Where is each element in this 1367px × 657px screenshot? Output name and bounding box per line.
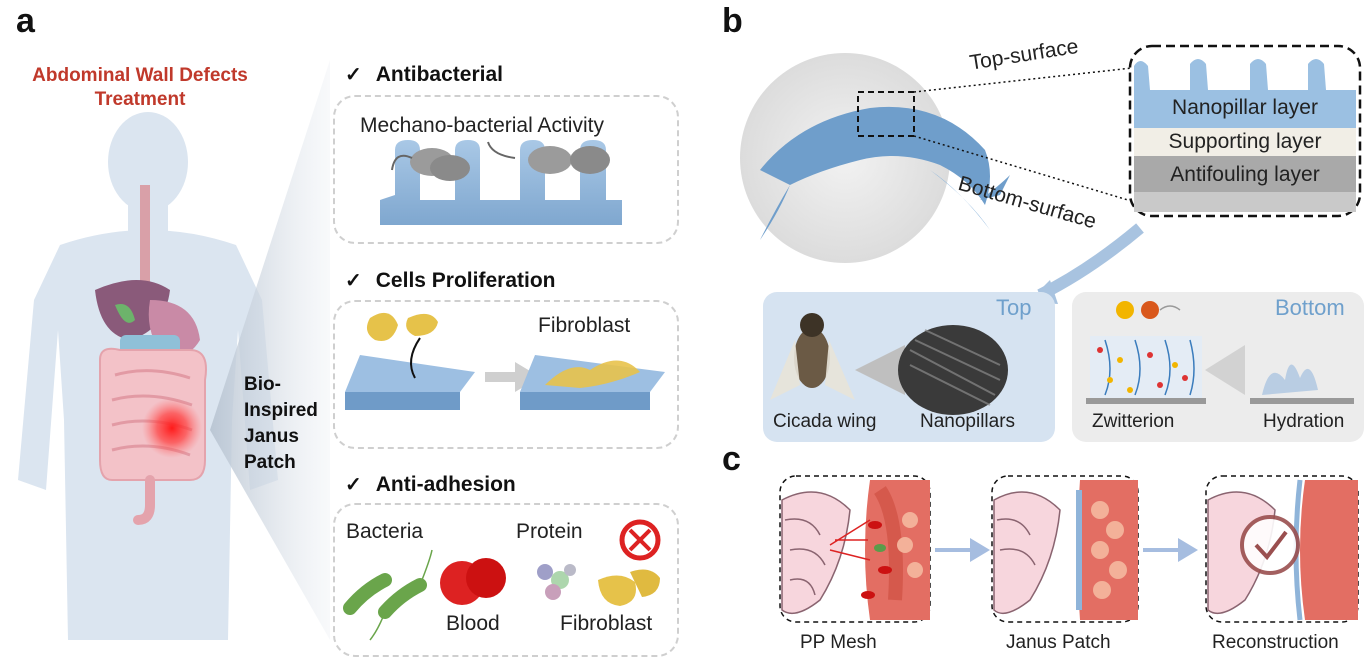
protein-label: Protein: [516, 520, 583, 543]
pp-mesh-illustration: [779, 475, 931, 623]
cells-proliferation-illustration: [345, 312, 665, 410]
anti-adhesion-box: [333, 503, 679, 657]
bio-inspired-label: Bio- Inspired Janus Patch: [244, 374, 318, 473]
plus-charge-icon: [1116, 301, 1134, 319]
antifouling-layer-label: Antifouling layer: [1170, 163, 1320, 186]
nanopillar-layer-label: Nanopillar layer: [1172, 96, 1318, 119]
mechano-bacterial-label: Mechano-bacterial Activity: [360, 114, 604, 137]
panel-label-c: c: [722, 440, 741, 478]
antibacterial-surface: [380, 140, 622, 225]
blood-label: Blood: [446, 612, 500, 635]
cicada-icon: [770, 313, 855, 400]
bacteria-label: Bacteria: [346, 520, 424, 543]
layers-diagram: [1128, 44, 1362, 218]
panel-label-b: b: [722, 2, 743, 40]
zwitterion-dots: [1097, 347, 1188, 393]
cicada-wing-label: Cicada wing: [773, 411, 877, 432]
bottom-surface-line: [913, 135, 1129, 201]
zwitterion-label: Zwitterion: [1092, 411, 1175, 432]
arrow-1: [935, 538, 990, 562]
hydration-label: Hydration: [1263, 411, 1345, 432]
hydration-splash-icon: [1250, 364, 1354, 404]
panel-a-title: Abdominal Wall Defects Treatment: [10, 64, 270, 112]
fibroblast-label: Fibroblast: [538, 314, 631, 337]
curved-arrow: [1037, 223, 1144, 301]
panel-a-title-line1: Abdominal Wall Defects: [32, 65, 248, 86]
section-cells-proliferation-title: ✓Cells Proliferation: [345, 269, 556, 292]
arrow-2: [1143, 538, 1198, 562]
top-heading: Top: [996, 295, 1032, 320]
check-icon: ✓: [345, 270, 362, 292]
top-surface-line: [913, 67, 1133, 93]
reconstruction-label: Reconstruction: [1212, 632, 1339, 653]
bottom-heading: Bottom: [1275, 295, 1345, 320]
fibroblast-label-2: Fibroblast: [560, 612, 653, 635]
nanopillars-image: [898, 325, 1008, 415]
janus-patch-illustration: [991, 475, 1139, 623]
reconstruction-illustration: [1205, 475, 1359, 623]
janus-patch-label: Janus Patch: [1006, 632, 1111, 653]
check-icon: ✓: [345, 64, 362, 86]
check-icon: ✓: [345, 474, 362, 496]
supporting-layer-label: Supporting layer: [1168, 130, 1322, 153]
panel-label-a: a: [16, 2, 35, 40]
section-antibacterial-title: ✓Antibacterial: [345, 63, 503, 86]
anti-adhesion-illustration: [343, 519, 661, 641]
panel-a-title-line2: Treatment: [94, 89, 186, 110]
magnify-fan: [210, 60, 330, 640]
pp-mesh-label: PP Mesh: [800, 632, 877, 653]
antibacterial-box: [333, 95, 679, 244]
abdominal-organs: [95, 185, 207, 525]
cells-proliferation-box: [333, 300, 679, 449]
blue-splash-patch: [760, 106, 1010, 240]
section-anti-adhesion-title: ✓Anti-adhesion: [345, 473, 516, 496]
nanopillars-label: Nanopillars: [920, 411, 1016, 432]
minus-charge-icon: [1141, 301, 1159, 319]
